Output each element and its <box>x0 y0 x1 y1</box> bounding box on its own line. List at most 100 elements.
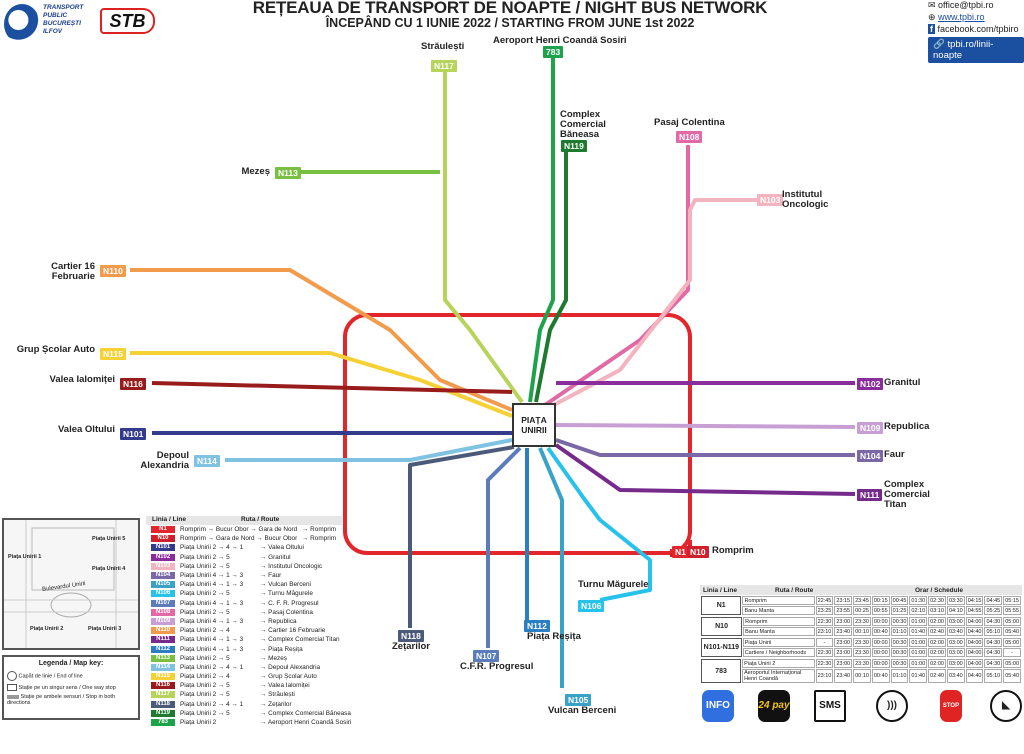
legend-line-badge: N10 <box>151 535 175 543</box>
both-ways-stop-icon <box>7 694 19 699</box>
legend-route-from: Piața Unirii 2 → 5 <box>180 709 230 717</box>
stop-request-button-icon: STOP <box>940 690 962 722</box>
line-badge-N115[interactable]: N115 <box>100 348 126 360</box>
line-badge-N101[interactable]: N101 <box>120 428 147 440</box>
line-badge-N103[interactable]: N103 <box>757 194 784 206</box>
line-badge-N105[interactable]: N105 <box>565 694 592 706</box>
line-badge-N113[interactable]: N113 <box>275 167 301 179</box>
schedule-time: 02:00 <box>928 659 946 668</box>
schedule-time: 00:40 <box>871 627 890 636</box>
legend-route-from: Piața Unirii 2 → 4 <box>180 627 230 635</box>
schedule-time: 05:55 <box>1003 606 1021 615</box>
schedule-time: 23:10 <box>815 669 834 683</box>
24pay-app-icon[interactable]: 24 pay <box>758 690 790 722</box>
schedule-time: 05:25 <box>984 606 1003 615</box>
network-map <box>130 58 856 688</box>
stop-unirii-5: Piața Unirii 5 <box>92 536 126 542</box>
route-line-N103 <box>547 198 760 410</box>
line-badge-N114[interactable]: N114 <box>194 455 220 467</box>
schedule-time: 05:00 <box>1003 617 1021 626</box>
line-badge-N112[interactable]: N112 <box>524 620 550 632</box>
route-line-N104 <box>555 438 855 457</box>
map-key: Legenda / Map key: Capăt de linie / End … <box>2 655 140 720</box>
legend-route-to: → Vulcan Berceni <box>260 581 311 589</box>
schedule-time: 02:10 <box>909 606 928 615</box>
terminal-label-N109: Republica <box>884 421 930 432</box>
schedule-time: 02:40 <box>928 627 946 636</box>
schedule-time: 23:00 <box>834 659 853 668</box>
schedule-time: 00:55 <box>871 606 890 615</box>
schedule-time: 03:00 <box>946 648 965 657</box>
schedule-header-line: Linia / Line <box>703 586 737 594</box>
legend-route-to: → Turnu Măgurele <box>260 590 313 598</box>
minimap-streets <box>4 520 138 648</box>
legend-route-from: Piața Unirii 2 → 5 <box>180 590 230 598</box>
legend-line-badge: N112 <box>151 645 175 653</box>
schedule-time: 04:15 <box>965 596 984 605</box>
line-badge-N117[interactable]: N117 <box>431 60 457 72</box>
line-badge-N104[interactable]: N104 <box>857 450 884 462</box>
night-lines-link-text[interactable]: tpbi.ro/linii-noapte <box>933 39 994 61</box>
line-badge-N108[interactable]: N108 <box>676 131 703 143</box>
schedule-time: 04:30 <box>984 617 1003 626</box>
line-badge-N102[interactable]: N102 <box>857 378 884 390</box>
schedule-header-route: Ruta / Route <box>775 586 814 594</box>
terminal-label-N103: Institutul Oncologic <box>782 189 829 210</box>
legend-line-badge: N113 <box>151 654 175 662</box>
schedule-time: 04:00 <box>965 638 984 647</box>
legend-line-badge: 783 <box>151 719 175 727</box>
schedule-time: 00:10 <box>853 627 871 636</box>
night-lines-link[interactable]: 🔗 tpbi.ro/linii-noapte <box>928 37 1024 63</box>
schedule-time: 05:00 <box>1003 638 1021 647</box>
legend-route-to: → Depoul Alexandria <box>260 663 321 671</box>
schedule-time: 02:30 <box>928 596 946 605</box>
line-badge-N116[interactable]: N116 <box>120 378 146 390</box>
info-tb-app-icon[interactable]: INFO TB <box>702 690 734 743</box>
legend-line-badge: N110 <box>151 627 175 635</box>
facebook-contact[interactable]: f facebook.com/tpbiro <box>928 24 1019 34</box>
line-badge-N1[interactable]: N1 <box>672 546 689 558</box>
line-badge-783[interactable]: 783 <box>543 46 564 58</box>
schedule-line-id: N101-N119 <box>701 638 742 657</box>
piata-unirii-hub[interactable]: PIAȚA UNIRII <box>512 403 556 447</box>
schedule-time: 04:30 <box>984 638 1003 647</box>
line-badge-N10[interactable]: N10 <box>687 546 709 558</box>
schedule-time: 05:40 <box>1003 627 1021 636</box>
facebook-text[interactable]: facebook.com/tpbiro <box>937 24 1019 34</box>
schedule-time: 02:00 <box>928 648 946 657</box>
schedule-time: 01:00 <box>909 659 928 668</box>
schedule-time: 00:15 <box>871 596 890 605</box>
schedule-time: 00:25 <box>853 606 871 615</box>
legend-header-line: Linia / Line <box>152 516 186 523</box>
legend-line-badge: N108 <box>151 608 175 616</box>
web-link[interactable]: www.tpbi.ro <box>938 12 985 22</box>
line-badge-N118[interactable]: N118 <box>398 630 424 642</box>
legend-route-to: → Grup Școlar Auto <box>260 673 317 681</box>
legend-route-from: Piața Unirii 2 → 4 → 1 <box>180 663 244 671</box>
terminal-label-N111: Complex Comercial Titan <box>884 479 930 510</box>
line-badge-N109[interactable]: N109 <box>857 422 884 434</box>
terminal-label-N1: Romprim <box>712 545 754 556</box>
schedule-time: 01:40 <box>909 627 928 636</box>
line-badge-N111[interactable]: N111 <box>857 489 883 501</box>
line-badge-N107[interactable]: N107 <box>473 650 500 662</box>
stop-unirii-1: Piața Unirii 1 <box>8 554 42 560</box>
email-text[interactable]: office@tpbi.ro <box>938 0 994 10</box>
line-badge-N106[interactable]: N106 <box>578 600 605 612</box>
schedule-time: - <box>815 638 834 647</box>
line-badge-N119[interactable]: N119 <box>561 140 587 152</box>
email-contact[interactable]: ✉ office@tpbi.ro <box>928 0 994 10</box>
line-badge-N110[interactable]: N110 <box>100 265 126 277</box>
schedule-route: Cartiere / Neighborhoods <box>742 648 815 657</box>
web-contact[interactable]: ⊕ www.tpbi.ro <box>928 12 985 22</box>
schedule-time: 23:00 <box>834 648 853 657</box>
schedule-time: 22:30 <box>815 648 834 657</box>
schedule-time: 00:30 <box>890 638 909 647</box>
